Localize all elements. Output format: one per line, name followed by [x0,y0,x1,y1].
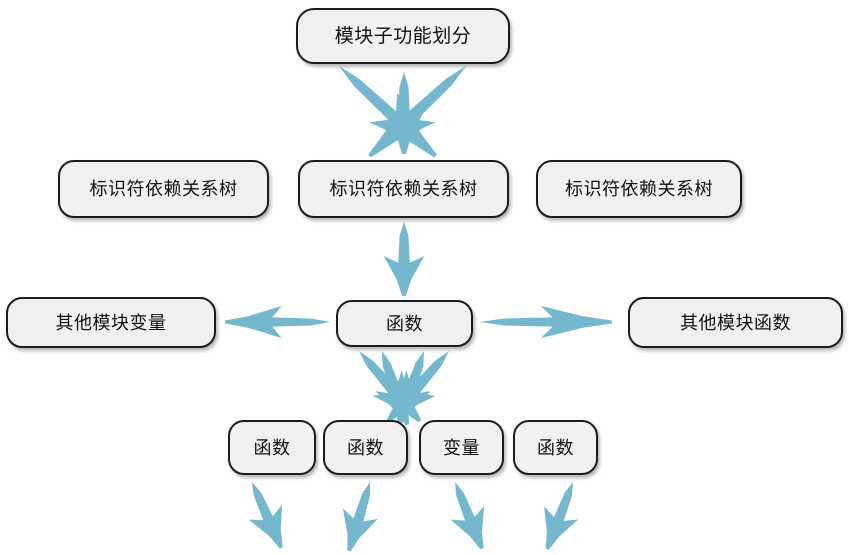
node-function-main-label: 函数 [386,313,423,334]
node-leaf-variable-3-label: 变量 [443,437,480,458]
node-other-module-variable-label: 其他模块变量 [55,312,167,333]
node-leaf-function-2[interactable]: 函数 [323,420,408,475]
node-other-module-function-label: 其他模块函数 [680,312,791,333]
arrow-function-to-other-variable [225,305,330,339]
node-root[interactable]: 模块子功能划分 [296,8,510,64]
node-function-main[interactable]: 函数 [336,300,473,347]
arrow-root-to-tree-3 [355,51,480,171]
arrow-tree-2-to-function [383,222,425,296]
node-identifier-dependency-tree-2-label: 标识符依赖关系树 [329,179,478,199]
node-identifier-dependency-tree-2[interactable]: 标识符依赖关系树 [298,160,509,218]
arrow-leaf-1-out [235,474,298,555]
arrow-leaf-2-out [331,476,388,555]
arrow-function-to-leaf-2 [363,344,426,432]
node-identifier-dependency-tree-1[interactable]: 标识符依赖关系树 [58,160,269,218]
node-leaf-function-2-label: 函数 [347,437,384,458]
node-leaf-function-4-label: 函数 [537,437,574,458]
node-root-label: 模块子功能划分 [334,25,472,47]
arrow-function-to-other-function [480,305,612,339]
arrow-function-to-leaf-3 [380,344,443,432]
arrow-root-to-tree-1 [325,51,450,171]
node-identifier-dependency-tree-3-label: 标识符依赖关系树 [565,179,713,199]
arrow-leaf-4-out [530,475,590,555]
node-identifier-dependency-tree-3[interactable]: 标识符依赖关系树 [536,160,742,218]
node-other-module-variable[interactable]: 其他模块变量 [6,297,216,348]
node-leaf-function-1-label: 函数 [253,437,291,458]
node-identifier-dependency-tree-1-label: 标识符依赖关系树 [89,179,238,199]
node-leaf-function-4[interactable]: 函数 [513,420,598,475]
arrow-leaf-3-out [438,475,499,555]
arrow-root-to-tree-2 [383,72,425,154]
node-leaf-variable-3[interactable]: 变量 [419,420,504,475]
node-other-module-function[interactable]: 其他模块函数 [628,297,843,348]
node-leaf-function-1[interactable]: 函数 [228,420,316,475]
